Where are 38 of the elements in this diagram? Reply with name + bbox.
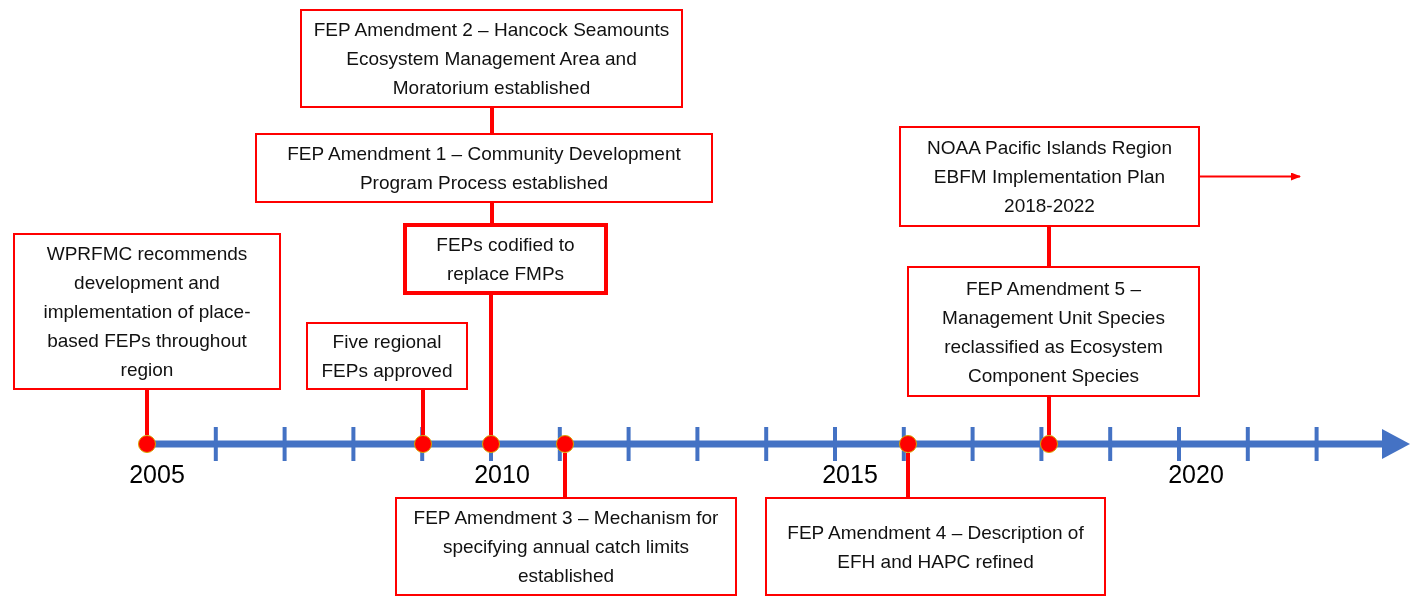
event-box bbox=[403, 223, 608, 295]
event-text: Five regional FEPs approved bbox=[320, 330, 454, 383]
timeline-dot bbox=[556, 435, 574, 453]
connector-line bbox=[1047, 397, 1051, 435]
timeline-dot bbox=[414, 435, 432, 453]
event-text: FEP Amendment 2 – Hancock Seamounts Ecosystem Management Area and Moratorium established bbox=[312, 18, 671, 100]
event-box bbox=[306, 322, 468, 390]
event-box bbox=[13, 233, 281, 390]
connector-line bbox=[489, 295, 493, 435]
event-box bbox=[907, 266, 1200, 397]
connector-line bbox=[906, 453, 910, 497]
timeline-dot bbox=[899, 435, 917, 453]
connector-line bbox=[1047, 227, 1051, 266]
year-label: 2015 bbox=[822, 460, 878, 489]
connector-line bbox=[421, 390, 425, 435]
connector-line bbox=[563, 453, 567, 497]
event-text: NOAA Pacific Islands Region EBFM Implementation Plan 2018-2022 bbox=[926, 136, 1173, 218]
connector-line bbox=[490, 108, 494, 133]
event-text: FEPs codified to replace FMPs bbox=[435, 233, 576, 286]
event-text: FEP Amendment 3 – Mechanism for specifying annual catch limits established bbox=[412, 506, 720, 588]
year-label: 2005 bbox=[129, 460, 185, 489]
event-box bbox=[255, 133, 713, 203]
connector-line bbox=[490, 203, 494, 223]
year-label: 2010 bbox=[474, 460, 530, 489]
event-text: FEP Amendment 1 – Community Development Program Process established bbox=[286, 142, 682, 195]
event-text: FEP Amendment 5 – Management Unit Species reclassified as Ecosystem Component Species bbox=[941, 276, 1166, 388]
timeline-dot bbox=[482, 435, 500, 453]
timeline-dot bbox=[138, 435, 156, 453]
event-box bbox=[765, 497, 1106, 596]
event-box bbox=[899, 126, 1200, 227]
connector-line bbox=[145, 390, 149, 435]
event-box bbox=[300, 9, 683, 108]
year-label: 2020 bbox=[1168, 460, 1224, 489]
arrow bbox=[1199, 172, 1301, 181]
event-text: WPRFMC recommends development and implementation of place-based FEPs throughout region bbox=[42, 242, 252, 382]
event-box bbox=[395, 497, 737, 596]
timeline-dot bbox=[1040, 435, 1058, 453]
event-text: FEP Amendment 4 – Description of EFH and HAPC refined bbox=[786, 520, 1085, 574]
